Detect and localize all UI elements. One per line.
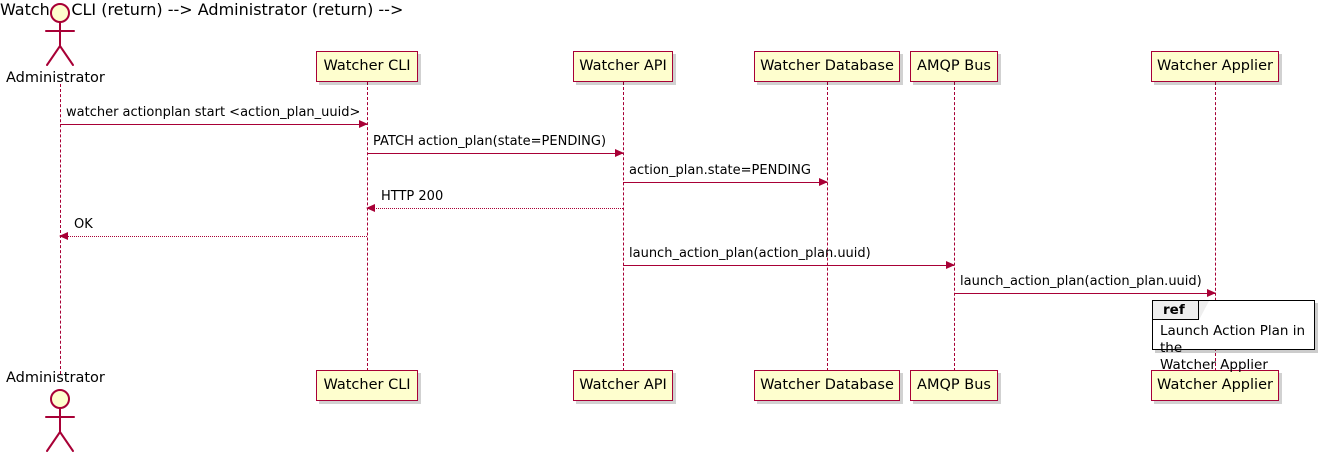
- lifeline-watcher-database: [826, 82, 828, 371]
- actor-label-administrator-bottom: Administrator: [6, 370, 105, 386]
- arrowhead-right-icon: [1207, 288, 1216, 297]
- ref-fragment-tab-notch: [1199, 301, 1209, 320]
- actor-administrator-bottom: [36, 388, 84, 458]
- message-label: PATCH action_plan(state=PENDING): [373, 133, 607, 149]
- ref-fragment-body-line-2: Watcher Applier: [1160, 356, 1268, 373]
- participant-box-watcher-applier-top[interactable]: Watcher Applier: [1151, 51, 1279, 82]
- participant-box-amqp-bus-bottom[interactable]: AMQP Bus: [910, 370, 998, 401]
- message-line: [367, 153, 623, 154]
- lifeline-watcher-applier: [1214, 82, 1216, 371]
- participant-box-watcher-cli-bottom[interactable]: Watcher CLI: [316, 370, 418, 401]
- actor-figure-icon: [45, 389, 75, 452]
- actor-figure-icon: [45, 3, 75, 66]
- ref-fragment-tab: ref: [1153, 301, 1199, 320]
- lifeline-administrator: [59, 84, 61, 374]
- message-line: [60, 124, 367, 125]
- ref-fragment-body: Launch Action Plan in the Watcher Applie…: [1160, 323, 1310, 374]
- participant-box-watcher-database-top[interactable]: Watcher Database: [754, 51, 900, 82]
- arrowhead-right-icon: [615, 148, 624, 157]
- participant-box-watcher-api-bottom[interactable]: Watcher API: [573, 370, 673, 401]
- participant-box-watcher-cli-top[interactable]: Watcher CLI: [316, 51, 418, 82]
- arrowhead-left-icon: [366, 203, 375, 212]
- participant-box-watcher-applier-bottom[interactable]: Watcher Applier: [1151, 370, 1279, 401]
- arrowhead-left-icon: [59, 231, 68, 240]
- message-label: HTTP 200: [381, 188, 444, 204]
- ref-fragment-body-line-1: Launch Action Plan in the: [1160, 323, 1306, 356]
- arrowhead-right-icon: [359, 119, 368, 128]
- message-label: launch_action_plan(action_plan.uuid): [629, 245, 871, 261]
- message-line: [623, 265, 954, 266]
- ref-fragment[interactable]: ref Launch Action Plan in the Watcher Ap…: [1152, 300, 1315, 373]
- message-line: [60, 236, 367, 237]
- arrowhead-right-icon: [946, 260, 955, 269]
- actor-administrator-top: [36, 2, 84, 72]
- participant-box-watcher-database-bottom[interactable]: Watcher Database: [754, 370, 900, 401]
- actor-label-administrator-top: Administrator: [6, 70, 105, 86]
- message-label: OK: [74, 216, 93, 232]
- message-line: [367, 208, 623, 209]
- message-label: action_plan.state=PENDING: [629, 162, 811, 178]
- message-line: [954, 293, 1215, 294]
- lifeline-watcher-api: [622, 82, 624, 371]
- lifeline-watcher-cli: [366, 82, 368, 371]
- arrowhead-right-icon: [819, 177, 828, 186]
- participant-box-watcher-api-top[interactable]: Watcher API: [573, 51, 673, 82]
- message-line: [623, 182, 827, 183]
- message-label: watcher actionplan start <action_plan_uu…: [66, 104, 361, 120]
- participant-box-amqp-bus-top[interactable]: AMQP Bus: [910, 51, 998, 82]
- lifeline-amqp-bus: [953, 82, 955, 371]
- message-label: launch_action_plan(action_plan.uuid): [960, 273, 1202, 289]
